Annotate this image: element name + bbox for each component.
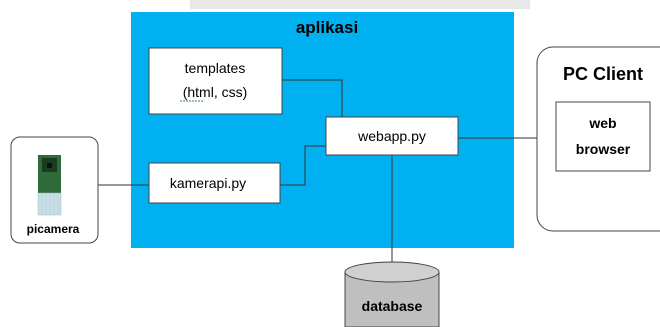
app-region-label: aplikasi [296, 18, 358, 37]
database-node: database [344, 261, 440, 327]
web-browser-label-line2: browser [576, 141, 631, 157]
camera-module-icon [37, 155, 62, 216]
web-browser-label-line1: web [588, 115, 616, 131]
templates-node: templates (html, css) [148, 47, 283, 115]
edge-templates-webapp [282, 79, 343, 117]
templates-sublabel: (html, css) [183, 84, 248, 100]
picamera-label: picamera [27, 222, 80, 236]
edges [98, 79, 556, 262]
templates-label: templates [185, 60, 246, 76]
edge-kamerapi-webapp [280, 145, 326, 186]
webapp-node: webapp.py [325, 116, 459, 156]
database-label: database [362, 298, 423, 314]
kamerapi-label: kamerapi.py [170, 175, 246, 191]
webapp-label: webapp.py [357, 128, 426, 144]
top-banner [190, 0, 530, 9]
kamerapi-node: kamerapi.py [148, 162, 281, 204]
web-browser-node: web browser [555, 101, 651, 172]
picamera-node: picamera [10, 136, 99, 244]
pc-client-title: PC Client [563, 64, 643, 84]
